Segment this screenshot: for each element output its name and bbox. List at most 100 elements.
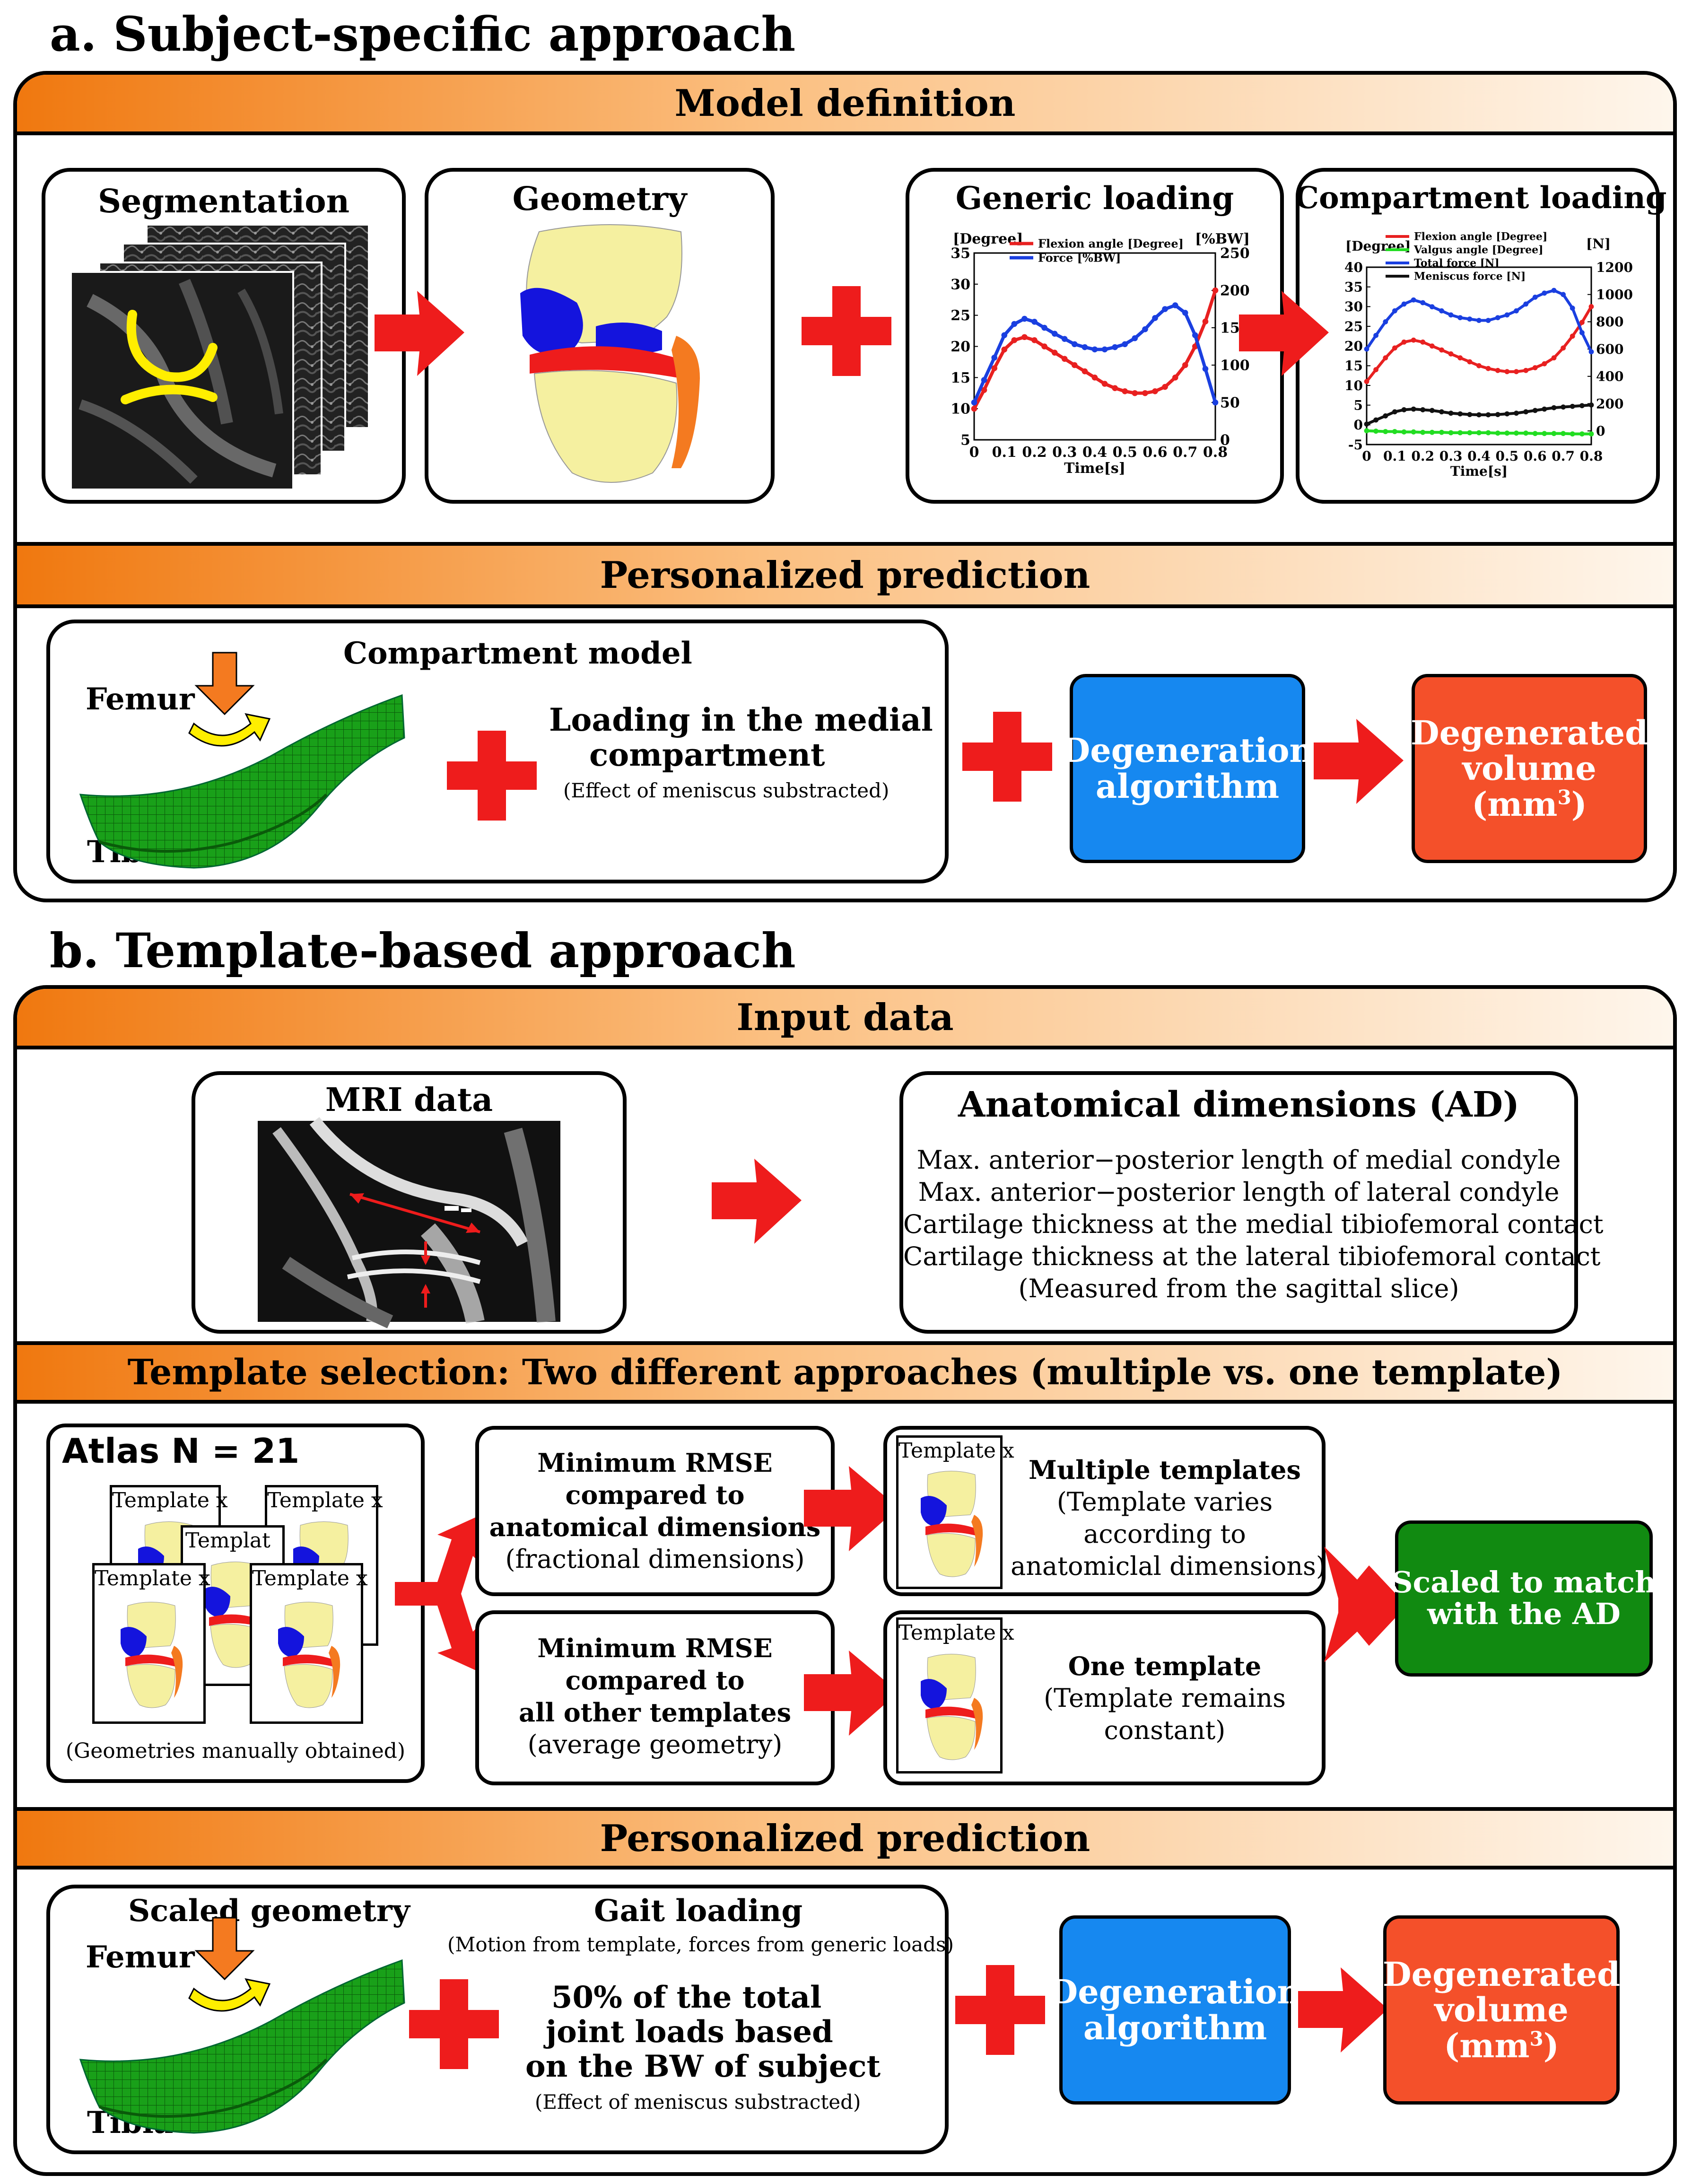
data-point xyxy=(1001,346,1008,353)
data-point xyxy=(1504,369,1510,375)
anatomical-dimensions-box: Anatomical dimensions (AD) Max. anterior… xyxy=(899,1071,1604,1334)
data-point xyxy=(1476,412,1482,418)
data-point xyxy=(1021,315,1028,322)
data-point xyxy=(1588,431,1594,437)
loading-line1: Loading in the medial xyxy=(549,701,933,738)
degenerated-unit: (mm3) xyxy=(1444,2026,1559,2065)
template-card: Template x xyxy=(250,1563,368,1724)
data-point xyxy=(991,365,998,371)
y2-tick-label: 50 xyxy=(1220,395,1240,411)
data-point xyxy=(1071,362,1078,368)
data-point xyxy=(1542,431,1547,437)
data-point xyxy=(1448,351,1454,357)
rmse1-line3: anatomical dimensions xyxy=(489,1512,821,1542)
y-tick-label: 35 xyxy=(1344,279,1363,295)
data-point xyxy=(1182,310,1188,316)
femur-label: Femur xyxy=(86,1939,195,1975)
data-point xyxy=(971,399,977,406)
y-tick-label: 20 xyxy=(1344,338,1363,354)
data-point xyxy=(1411,297,1416,303)
data-point xyxy=(1532,295,1538,300)
knee-thumbnail-icon xyxy=(278,1602,340,1708)
knee-thumbnail-icon xyxy=(204,1562,267,1668)
personalized-prediction-bar-b: Personalized prediction xyxy=(17,1807,1673,1870)
data-point xyxy=(1457,355,1463,361)
template-selection-bar: Template selection: Two different approa… xyxy=(17,1341,1673,1404)
data-point xyxy=(1448,411,1454,416)
data-point xyxy=(1448,312,1454,318)
ad-line-5: (Measured from the sagittal slice) xyxy=(1018,1274,1459,1303)
data-point xyxy=(1383,413,1388,419)
data-point xyxy=(1392,308,1397,314)
data-point xyxy=(1162,306,1168,312)
scaled-line2: with the AD xyxy=(1427,1597,1621,1631)
y2-tick-label: 0 xyxy=(1220,432,1230,449)
y2-axis-unit: [%BW] xyxy=(1195,231,1250,247)
x-tick-label: 0.1 xyxy=(1383,448,1406,464)
rmse-templates-box: Minimum RMSE compared to all other templ… xyxy=(475,1610,835,1785)
plus-icon xyxy=(962,712,1052,802)
degeneration-line2: algorithm xyxy=(1083,2008,1267,2047)
femur-label: Femur xyxy=(86,681,195,717)
plus-icon xyxy=(409,1979,499,2069)
y-tick-label: 5 xyxy=(960,432,970,449)
arrow-degeneration-volume-b xyxy=(1298,1967,1388,2053)
data-point xyxy=(1041,343,1047,349)
data-point xyxy=(1101,381,1108,387)
data-point xyxy=(1112,344,1118,350)
data-point xyxy=(1212,399,1219,406)
compartment-model-label: Compartment model xyxy=(343,636,692,671)
data-point xyxy=(1071,341,1078,348)
loading-note: (Effect of meniscus substracted) xyxy=(563,779,890,802)
data-point xyxy=(1172,375,1178,381)
data-point xyxy=(1485,318,1491,323)
data-point xyxy=(1523,301,1529,307)
data-point xyxy=(1457,315,1463,321)
compartment-loading-chart: -505101520253035400200400600800100012000… xyxy=(1344,231,1633,479)
data-point xyxy=(1476,430,1482,436)
data-point xyxy=(1383,355,1388,361)
data-point xyxy=(1364,379,1369,384)
data-point xyxy=(1031,319,1038,325)
y2-tick-label: 0 xyxy=(1596,423,1605,439)
data-point xyxy=(1579,431,1585,437)
y2-tick-label: 400 xyxy=(1596,369,1623,384)
y2-tick-label: 1200 xyxy=(1596,260,1633,275)
data-point xyxy=(1457,411,1463,417)
data-point xyxy=(1439,409,1444,415)
data-point xyxy=(1152,315,1158,321)
mri-sagittal-image xyxy=(258,1117,560,1328)
data-point xyxy=(1401,339,1407,345)
x-tick-label: 0.5 xyxy=(1113,444,1137,461)
atlas-note: (Geometries manually obtained) xyxy=(65,1739,406,1763)
data-point xyxy=(1532,431,1538,437)
y-tick-label: 10 xyxy=(951,401,970,418)
template-card: Template x xyxy=(92,1563,210,1724)
x-tick-label: 0.4 xyxy=(1082,444,1107,461)
one-line2: (Template remains xyxy=(1044,1683,1286,1713)
degeneration-line2: algorithm xyxy=(1095,767,1280,806)
y-tick-label: 40 xyxy=(1344,260,1363,275)
atlas-label: Atlas N = 21 xyxy=(62,1431,300,1471)
data-point xyxy=(981,387,987,393)
template-card: Template x xyxy=(896,1617,1014,1773)
data-point xyxy=(1523,409,1529,415)
knee-thumbnail-icon xyxy=(921,1471,983,1577)
data-point xyxy=(1051,349,1058,356)
data-point xyxy=(1373,332,1378,338)
data-point xyxy=(1514,430,1519,436)
data-point xyxy=(1439,429,1444,435)
data-point xyxy=(1373,428,1378,434)
fork-arrow xyxy=(395,1511,489,1677)
data-point xyxy=(1122,388,1128,394)
data-point xyxy=(1579,403,1585,409)
data-point xyxy=(991,354,998,361)
legend-label: Force [%BW] xyxy=(1038,251,1121,264)
data-point xyxy=(1542,290,1547,296)
y-tick-label: 10 xyxy=(1344,378,1363,393)
data-point xyxy=(1551,355,1557,361)
data-point xyxy=(1588,304,1594,309)
data-point xyxy=(1429,343,1435,349)
